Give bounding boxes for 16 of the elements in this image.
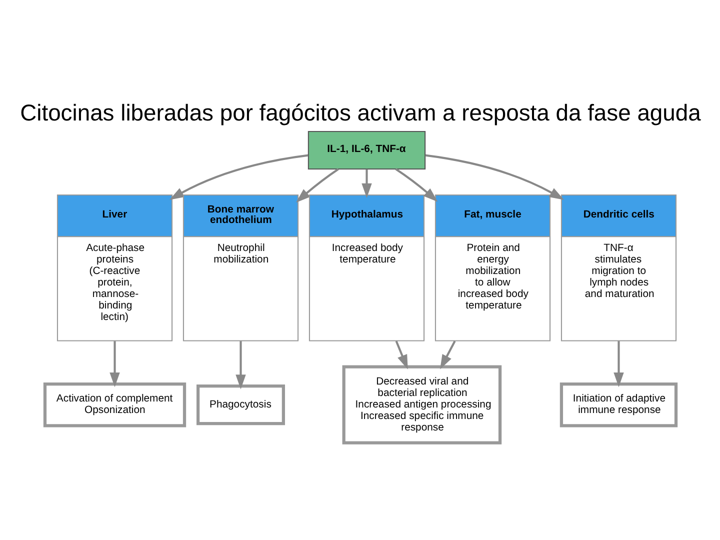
arrow [109, 340, 120, 387]
arrow [168, 154, 308, 200]
node-box: Decreased viral and bacterial replication Increased antigen processing Increased specific immune response [342, 364, 502, 444]
arrow [394, 168, 438, 202]
node-box: IL-1, IL-6, TNF-α [307, 130, 426, 169]
arrow [295, 168, 338, 202]
arrow [613, 340, 624, 387]
arrow [424, 154, 564, 200]
node-box: Activation of complement Opsonization [42, 382, 186, 427]
arrow [235, 340, 246, 389]
arrow [394, 340, 408, 369]
diagram-title: Citocinas liberadas por fagócitos activam a resposta da fase aguda [20, 99, 700, 126]
node-box: Initiation of adaptive immune response [559, 382, 678, 427]
arrow [361, 168, 372, 198]
arrow [440, 340, 456, 369]
node-box: Phagocytosis [196, 384, 284, 425]
